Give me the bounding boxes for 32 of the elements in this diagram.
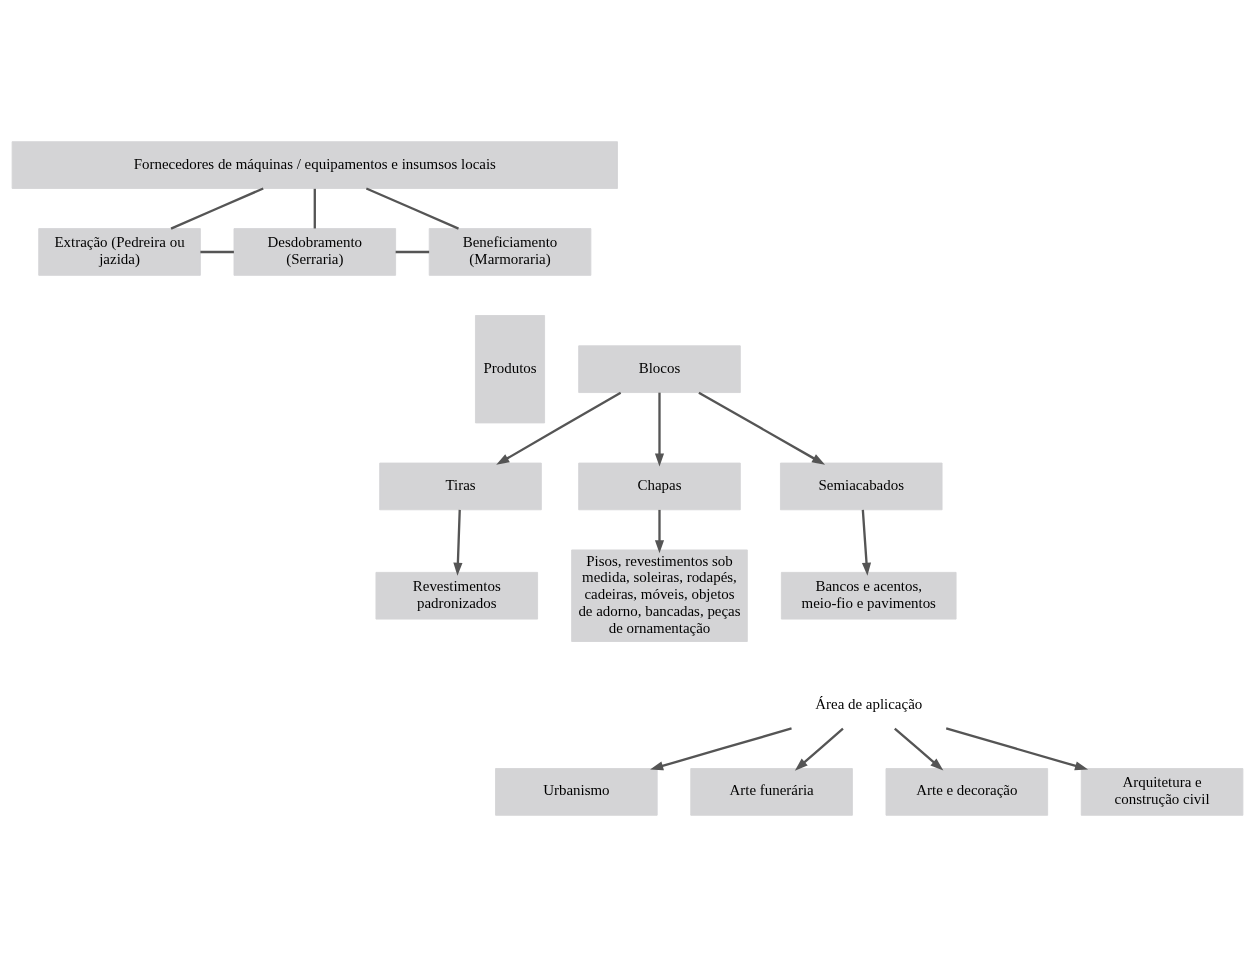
node-box: Fornecedores de máquinas / equipamentos e insumsos locais [11,140,618,189]
arrow [496,391,622,465]
arrow [945,726,1089,770]
arrow [794,727,844,771]
node-box: Bancos e acentos, meio-fio e pavimentos [780,571,957,620]
arrow [698,391,826,465]
arrow [861,509,872,576]
node-box: Pisos, revestimentos sob medida, soleiras, rodapés, cadeiras, móveis, objetos de adorno, bancadas, peças de ornamentação [571,549,748,642]
node-box: Chapas [578,462,741,510]
arrow [654,509,665,553]
arrow [654,392,665,467]
node-box: Urbanismo [495,767,658,816]
node-box: Desdobramento (Serraria) [233,227,397,276]
connector [170,186,264,230]
connector [313,188,316,228]
node-box: Revestimentos padronizados [375,571,539,620]
node-text: Área de aplicação [815,695,923,712]
connector [365,186,459,230]
connector [395,250,430,253]
node-box: Produtos [475,314,546,423]
arrow [453,509,463,576]
node-box: Beneficiamento (Marmoraria) [428,227,592,276]
connector [200,250,234,253]
node-box: Arte funerária [690,767,853,816]
arrow [894,727,944,771]
node-box: Tiras [379,462,542,510]
node-box: Extração (Pedreira ou jazida) [38,227,201,276]
node-box: Semiacabados [780,462,943,510]
node-box: Blocos [578,344,741,393]
node-box: Arquitetura e construção civil [1080,767,1244,816]
arrow [650,726,792,770]
node-box: Arte e decoração [885,767,1049,816]
